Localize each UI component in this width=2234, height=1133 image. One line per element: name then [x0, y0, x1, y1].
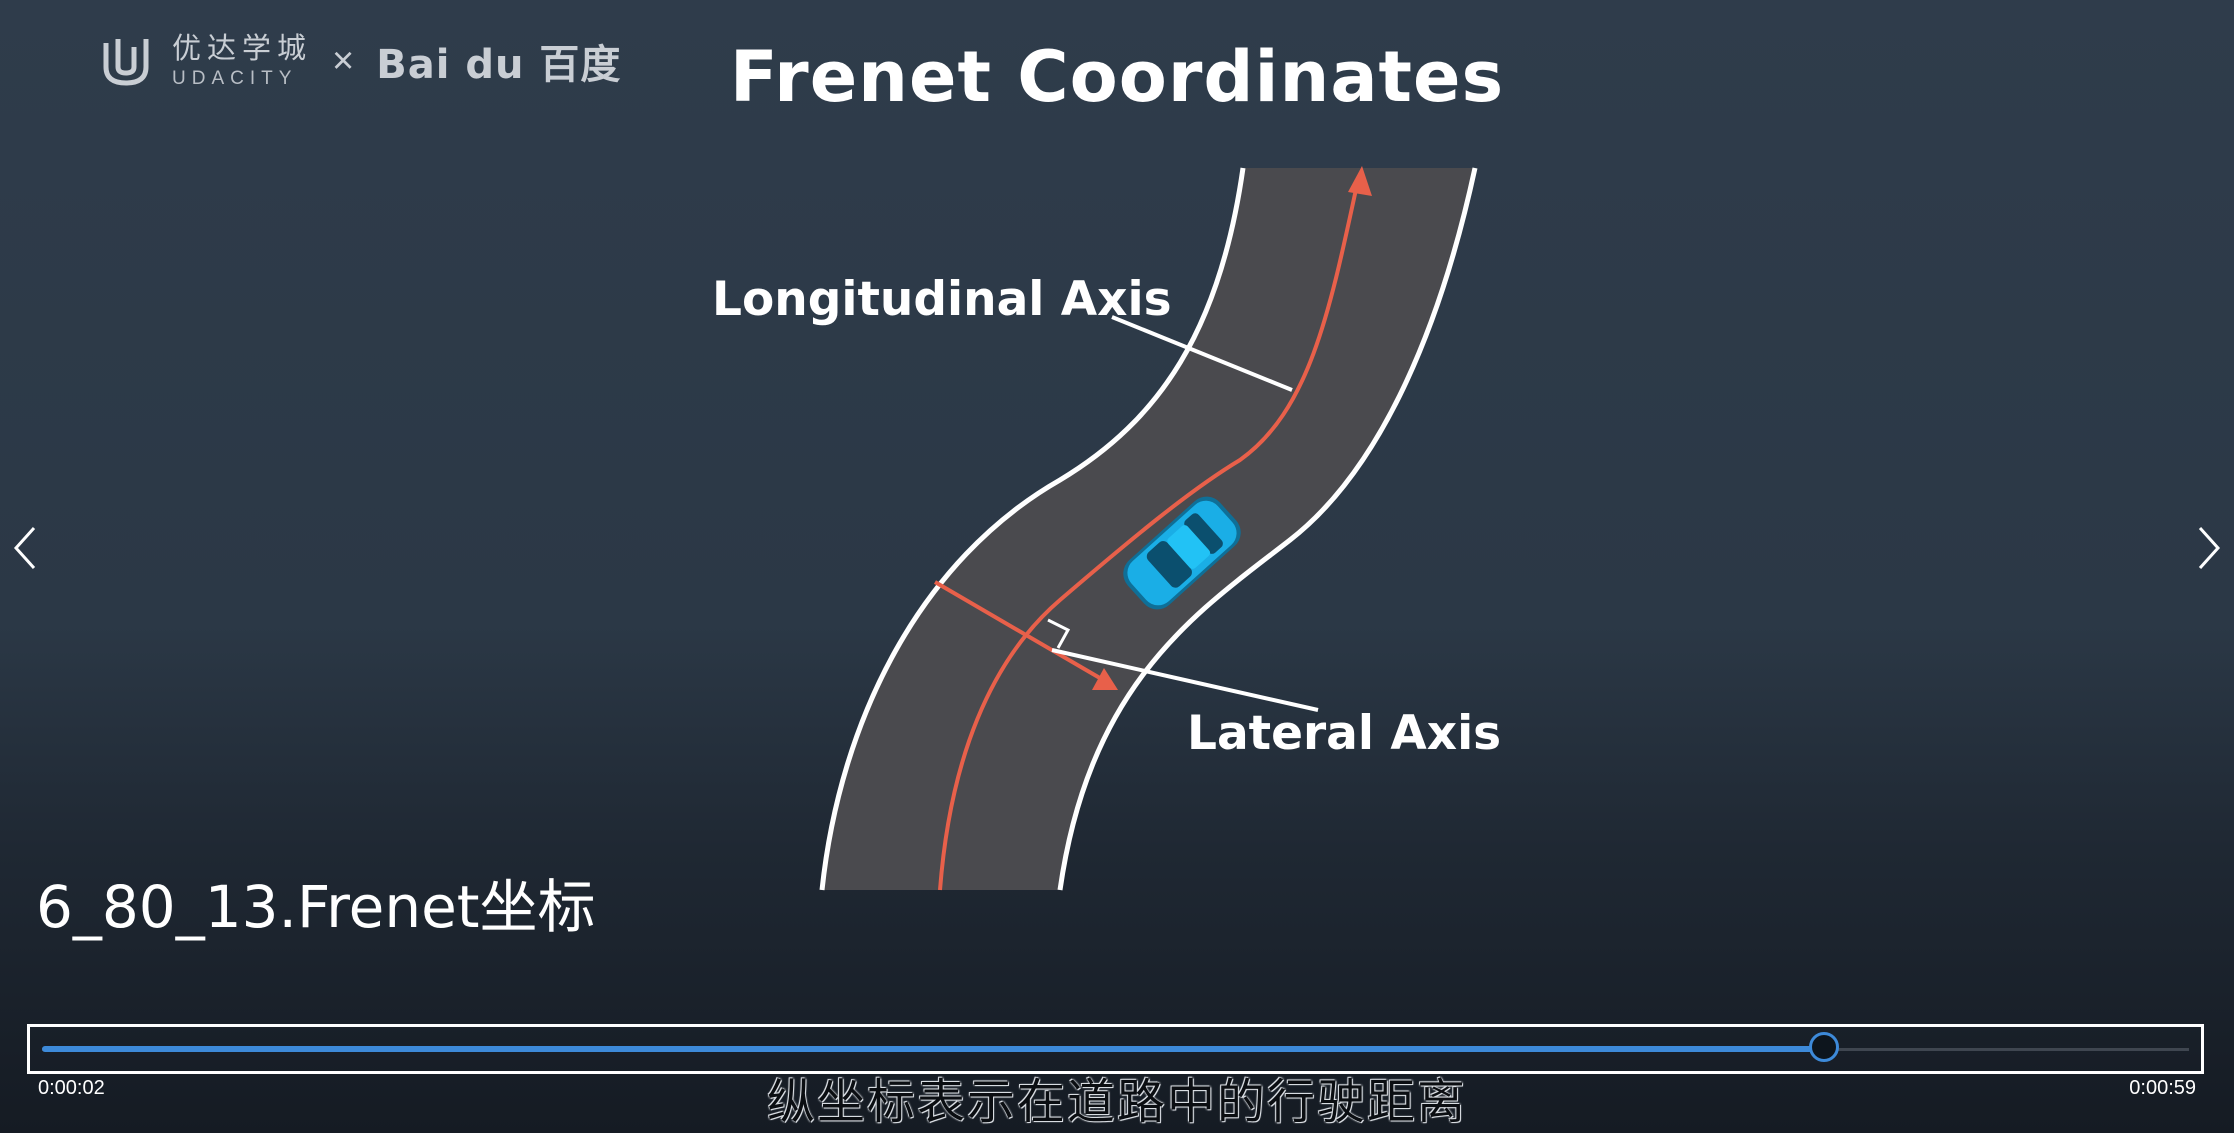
udacity-cn-name: 优达学城	[172, 31, 313, 65]
baidu-wordmark: Bai du 百度	[376, 42, 622, 88]
car-icon	[1123, 496, 1241, 610]
seek-track[interactable]	[42, 1032, 2189, 1062]
seek-thumb[interactable]	[1809, 1032, 1839, 1062]
seek-bar[interactable]	[27, 1024, 2204, 1074]
slide-title: Frenet Coordinates	[729, 36, 1505, 118]
longitudinal-arrowhead	[1348, 166, 1372, 196]
next-button[interactable]	[2188, 520, 2228, 576]
udacity-en-name: UDACITY	[172, 68, 298, 89]
lateral-arrowhead	[1092, 668, 1118, 690]
lateral-leader-line	[1051, 648, 1319, 712]
previous-button[interactable]	[6, 520, 46, 576]
brand-logos: 优达学城 UDACITY × Bai du 百度	[98, 26, 621, 96]
chevron-right-icon	[2198, 526, 2221, 570]
road-edge-right	[1057, 167, 1478, 891]
chevron-left-icon	[13, 526, 36, 570]
road-surface	[822, 168, 1475, 890]
lateral-axis-line	[933, 580, 1107, 683]
udacity-logo-icon	[103, 39, 149, 86]
longitudinal-leader-line	[1111, 315, 1293, 392]
longitudinal-axis-line	[938, 179, 1360, 891]
lateral-axis-label: Lateral Axis	[1187, 706, 1502, 761]
subtitle-caption: 纵坐标表示在道路中的行驶距离	[766, 1074, 1467, 1130]
current-time: 0:00:02	[38, 1077, 105, 1099]
duration-time: 0:00:59	[2129, 1077, 2196, 1099]
road-edge-left	[819, 167, 1246, 891]
udacity-wordmark: 优达学城 UDACITY	[172, 31, 313, 89]
right-angle-marker	[1047, 618, 1071, 649]
longitudinal-axis-label: Longitudinal Axis	[712, 272, 1172, 327]
video-title: 6_80_13.Frenet坐标	[36, 873, 596, 941]
seek-progress-fill	[42, 1046, 1824, 1052]
brand-separator: ×	[332, 39, 355, 82]
